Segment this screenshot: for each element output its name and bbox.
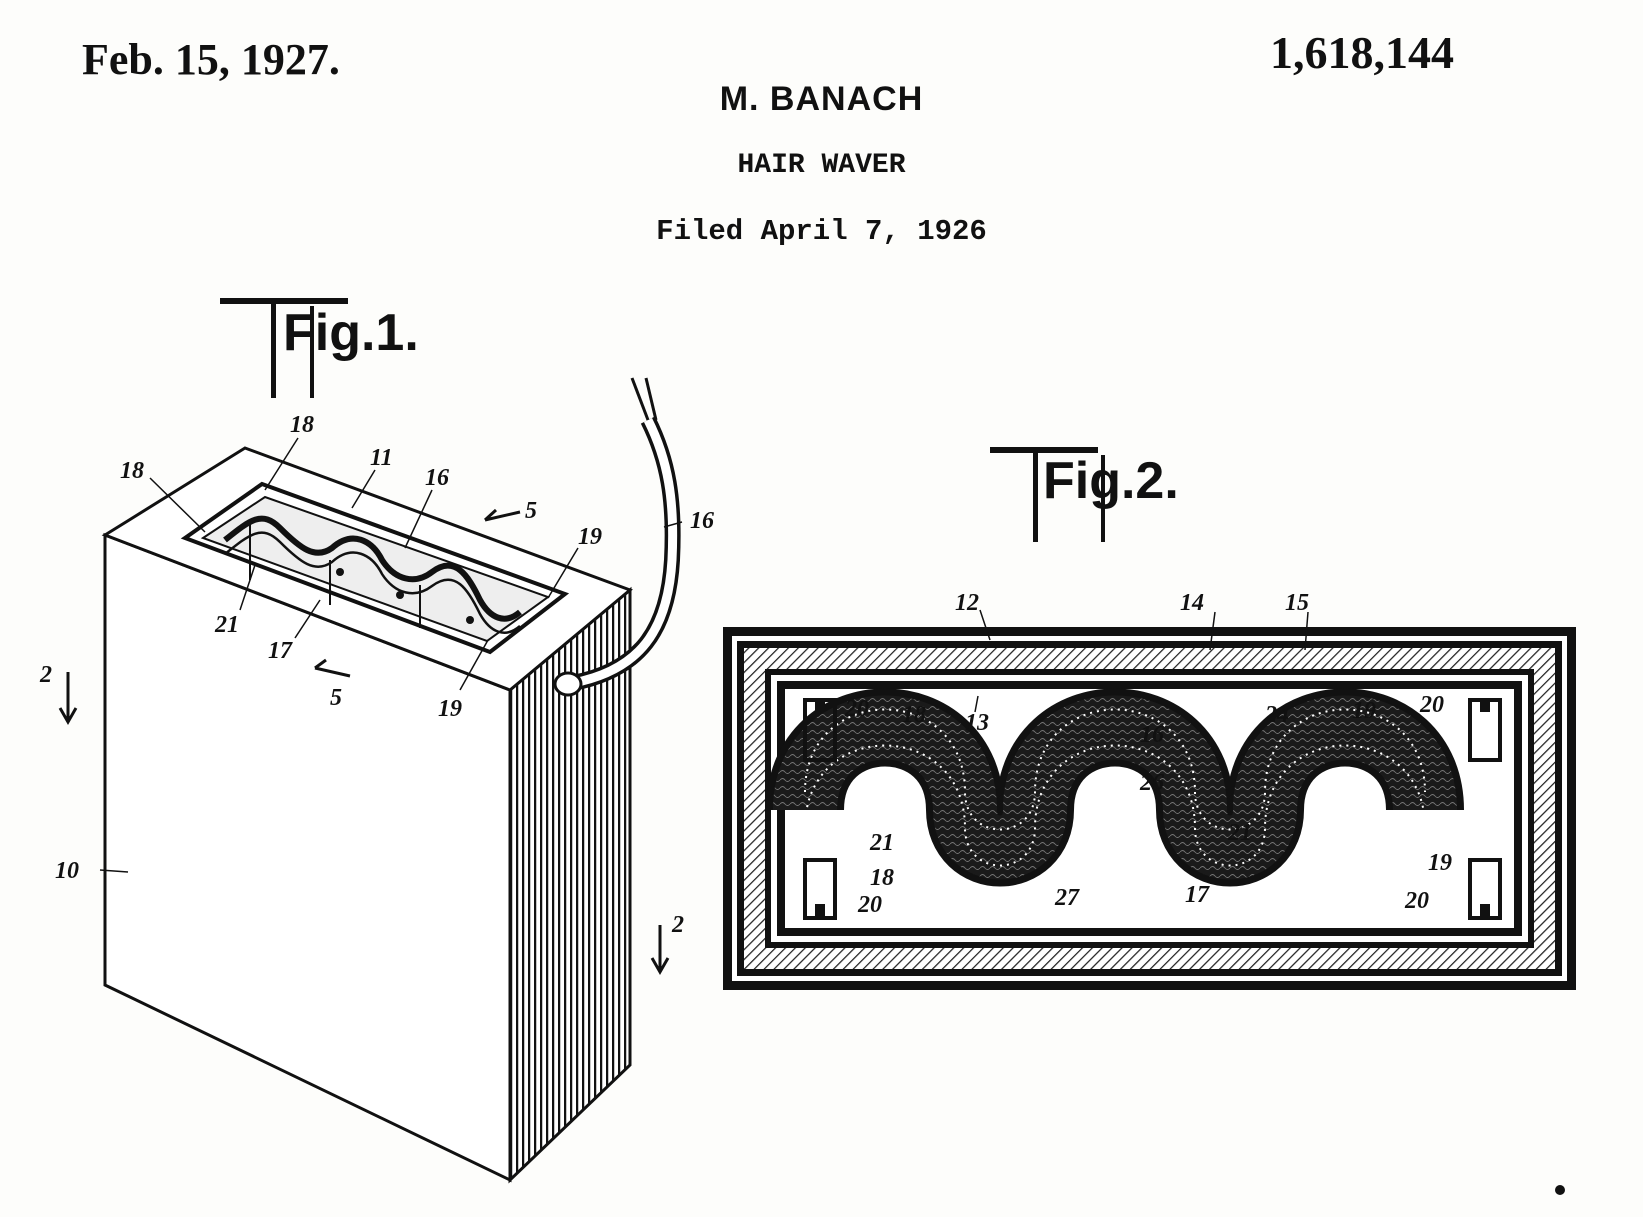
fig2-ref: 20 xyxy=(844,696,869,722)
fig1-ref: 18 xyxy=(290,412,314,438)
fig1-ref: 19 xyxy=(438,696,462,722)
patent-date: Feb. 15, 1927. xyxy=(82,35,340,84)
fig1-ref: 18 xyxy=(120,458,144,484)
fig2-label-text: Fig.2. xyxy=(1043,452,1179,510)
fig1-wavy-element xyxy=(223,515,522,622)
figure-2: Fig.2. xyxy=(723,447,1576,990)
fig2-ref: 13 xyxy=(965,710,989,736)
fig2-ref: 20 xyxy=(1419,692,1444,718)
figure-1: Fig.1. xyxy=(39,298,714,1184)
invention-title: HAIR WAVER xyxy=(737,150,906,181)
fig1-ref: 21 xyxy=(214,612,239,638)
patent-number: 1,618,144 xyxy=(1270,27,1454,78)
fig2-ref: 19 xyxy=(1352,698,1376,724)
fig1-ref: 2 xyxy=(39,662,52,688)
fig2-ref: 21 xyxy=(1227,820,1252,846)
fig2-ref: 24 xyxy=(1264,702,1289,728)
fig2-ref: 20 xyxy=(1404,888,1429,914)
fig2-ref: 21 xyxy=(869,830,894,856)
fig1-ref: 10 xyxy=(55,858,79,884)
fig1-ref: 5 xyxy=(525,498,537,524)
fig1-ref: 5 xyxy=(330,685,342,711)
figure-1-label: Fig.1. xyxy=(220,298,419,398)
fig2-ref: 18 xyxy=(902,702,926,728)
figure-2-label: Fig.2. xyxy=(990,447,1179,542)
filing-date: Filed April 7, 1926 xyxy=(656,215,987,248)
fig2-ref: 14 xyxy=(1180,590,1204,616)
fig1-ref: 19 xyxy=(578,524,602,550)
fig1-label-text: Fig.1. xyxy=(283,304,419,362)
fig1-ref: 16 xyxy=(425,465,449,491)
fig2-ref: 12 xyxy=(955,590,979,616)
fig2-ref: 27 xyxy=(1054,885,1080,911)
fig1-ref: 11 xyxy=(370,445,393,471)
fig1-ref: 16 xyxy=(690,508,714,534)
fig2-ref: 17 xyxy=(1185,882,1210,908)
fig1-ref: 2 xyxy=(671,912,684,938)
fig2-ref: 20 xyxy=(857,892,882,918)
fig2-ref: 26 xyxy=(1139,770,1164,796)
fig2-ref: 19 xyxy=(1428,850,1452,876)
inventor-name: M. BANACH xyxy=(719,80,924,118)
fig2-ref: 16 xyxy=(1140,722,1164,748)
fig2-ref: 15 xyxy=(1285,590,1309,616)
fig1-ref: 17 xyxy=(268,638,293,664)
fig2-ref: 18 xyxy=(870,865,894,891)
